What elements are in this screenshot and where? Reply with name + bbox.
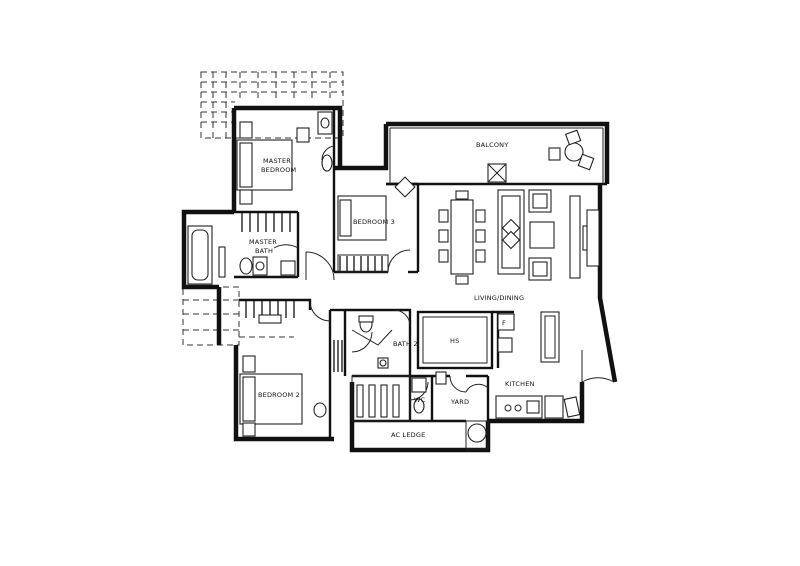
bath-2-fixtures: [351, 315, 393, 369]
master-bedroom-furniture: [236, 111, 333, 232]
room-labels: MASTER BEDROOM MASTER BATH BEDROOM 3 BAL…: [249, 141, 535, 439]
master-bath-fixtures: [187, 225, 296, 285]
balcony-furniture: [389, 127, 604, 184]
label-master-bath-line2: BATH: [255, 247, 273, 255]
label-bedroom-3: BEDROOM 3: [353, 218, 395, 226]
bedroom-2-furniture: [239, 301, 343, 437]
label-balcony: BALCONY: [476, 141, 508, 149]
label-kitchen: KITCHEN: [505, 380, 535, 388]
label-yard: YARD: [450, 398, 469, 406]
bedroom-3-furniture: [337, 176, 416, 273]
top-planter-dashed: [200, 71, 344, 139]
label-wc: WC: [414, 396, 426, 404]
label-fridge: F: [502, 319, 506, 327]
doors: [273, 145, 615, 401]
label-household-shelter: HS: [450, 337, 459, 345]
label-bedroom-2: BEDROOM 2: [258, 391, 300, 399]
label-master-bedroom-line1: MASTER: [263, 157, 291, 165]
label-living-dining: LIVING/DINING: [474, 294, 524, 302]
living-dining-furniture: [438, 189, 600, 285]
label-master-bedroom-line2: BEDROOM: [261, 166, 296, 174]
left-bay-dashed: [182, 286, 294, 346]
label-master-bath-line1: MASTER: [249, 238, 277, 246]
label-bath-2: BATH 2: [393, 340, 418, 348]
yard-fixtures: [351, 371, 489, 450]
kitchen-fixtures: [495, 311, 581, 419]
label-ac-ledge: AC LEDGE: [391, 431, 425, 439]
